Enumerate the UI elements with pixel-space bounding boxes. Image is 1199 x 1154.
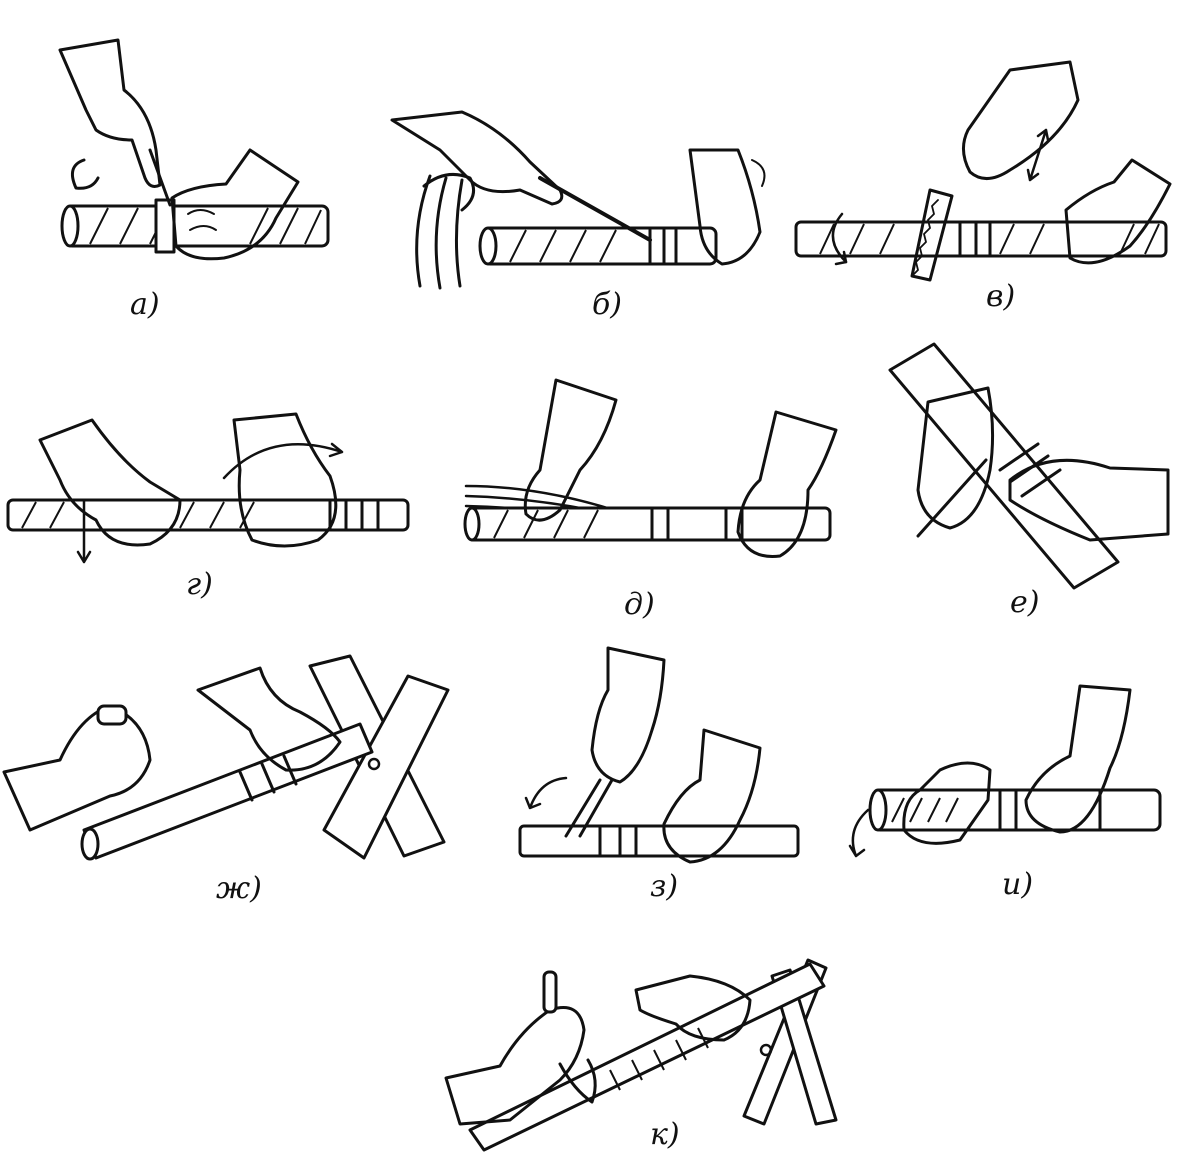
panel-label-a: а) [130, 287, 160, 322]
panel-label-b: б) [592, 287, 622, 322]
panel-z-illustration [518, 646, 800, 864]
panel-b-illustration [390, 110, 766, 290]
panel-d-illustration [463, 378, 838, 558]
panel-i-illustration [848, 684, 1162, 858]
panel-label-zh: ж) [216, 871, 262, 906]
panel-a-illustration [58, 38, 330, 261]
panel-label-g: г) [186, 567, 213, 602]
panel-g-illustration [6, 412, 410, 564]
panel-label-k: к) [650, 1117, 680, 1152]
panel-label-i: и) [1002, 867, 1033, 902]
panel-v-illustration [794, 60, 1172, 282]
panel-zh-illustration [2, 654, 450, 861]
panel-label-v: в) [986, 279, 1015, 314]
panel-k-illustration [444, 958, 838, 1152]
panel-label-d: д) [624, 587, 655, 622]
panel-label-z: з) [650, 869, 678, 904]
panel-label-e: е) [1010, 585, 1039, 620]
panel-e-illustration [888, 342, 1170, 590]
